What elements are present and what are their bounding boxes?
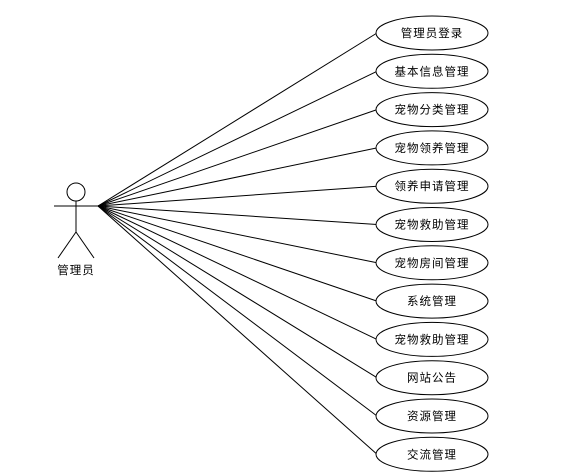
association-line [97, 205, 378, 264]
actor-label: 管理员 [57, 263, 95, 277]
use-case-ellipse [375, 15, 489, 51]
use-case: 资源管理 [375, 398, 489, 434]
use-case: 管理员登录 [375, 15, 489, 51]
association-line [97, 32, 378, 207]
association-line [97, 205, 378, 225]
association-lines [97, 32, 378, 455]
use-case-ellipse [375, 283, 489, 319]
use-case-ellipse [375, 207, 489, 242]
actor-administrator: 管理员 [54, 182, 98, 277]
association-line [97, 205, 378, 379]
use-case-label: 宠物救助管理 [395, 218, 470, 232]
use-case-label: 系统管理 [407, 294, 457, 308]
use-cases: 管理员登录基本信息管理宠物分类管理宠物领养管理领养申请管理宠物救助管理宠物房间管… [375, 15, 489, 472]
use-case-label: 领养申请管理 [395, 179, 470, 193]
use-case-ellipse [375, 130, 489, 166]
use-case-ellipse [375, 398, 489, 434]
use-case-ellipse [375, 92, 489, 128]
association-line [97, 205, 378, 417]
use-case-ellipse [375, 321, 489, 357]
association-line [97, 205, 378, 455]
use-case-ellipse [375, 53, 489, 89]
association-line [97, 205, 378, 302]
use-case: 宠物分类管理 [375, 92, 489, 128]
use-case-ellipse [375, 360, 489, 396]
association-line [97, 70, 378, 207]
use-case-ellipse [375, 436, 489, 472]
use-case: 系统管理 [375, 283, 489, 319]
use-case-label: 宠物分类管理 [395, 103, 470, 117]
use-case: 交流管理 [375, 436, 489, 472]
use-case-label: 网站公告 [407, 371, 457, 385]
actor-head [66, 182, 86, 202]
use-case: 领养申请管理 [375, 168, 489, 204]
use-case-label: 资源管理 [407, 409, 457, 423]
use-case-label: 管理员登录 [401, 26, 464, 40]
actor-left-leg [57, 231, 77, 259]
actor-right-leg [75, 231, 95, 259]
use-case: 宠物救助管理 [375, 321, 489, 357]
use-case-label: 基本信息管理 [395, 64, 470, 78]
association-line [97, 109, 378, 207]
use-case-label: 宠物领养管理 [395, 141, 470, 155]
use-case-label: 交流管理 [407, 447, 457, 461]
use-case-ellipse [375, 168, 489, 204]
use-case: 基本信息管理 [375, 53, 489, 89]
use-case: 宠物领养管理 [375, 130, 489, 166]
use-case: 宠物救助管理 [375, 207, 489, 242]
use-case-label: 宠物救助管理 [395, 332, 470, 346]
association-line [97, 185, 378, 207]
association-line [97, 147, 378, 207]
association-line [97, 205, 378, 340]
use-case: 宠物房间管理 [375, 245, 489, 281]
use-case-ellipse [375, 245, 489, 281]
use-case: 网站公告 [375, 360, 489, 396]
use-case-label: 宠物房间管理 [395, 256, 470, 270]
